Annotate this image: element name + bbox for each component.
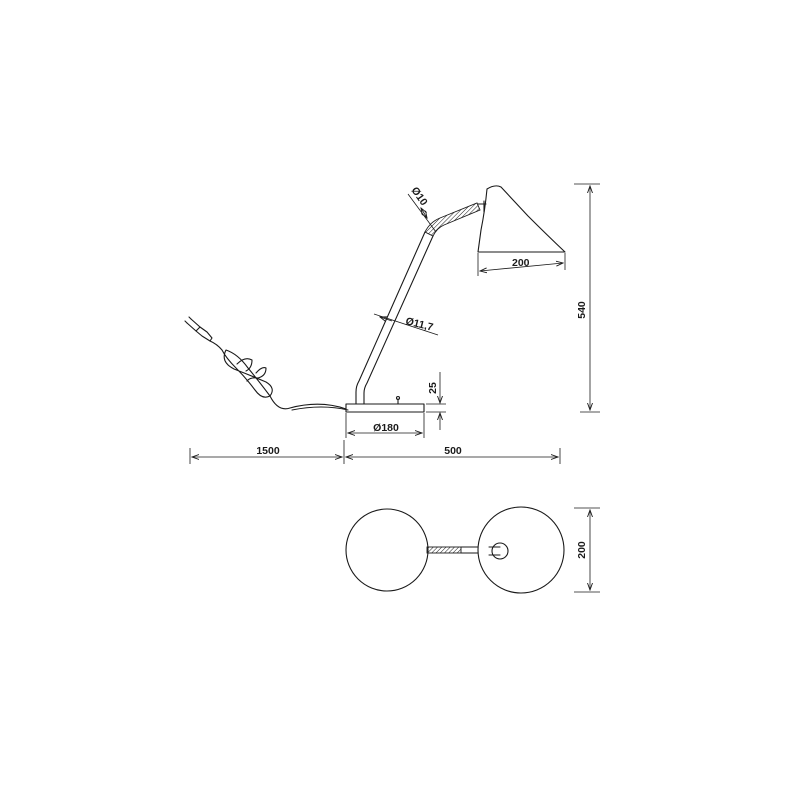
shade-width-label: 200 <box>512 257 530 269</box>
side-view <box>184 185 566 413</box>
cable-length-label: 1500 <box>256 445 280 457</box>
top-view-joint <box>426 546 462 554</box>
base-diameter-label: Ø180 <box>373 422 399 434</box>
lamp-depth-label: 500 <box>444 445 462 457</box>
top-view-base-circle <box>477 506 565 594</box>
top-view <box>345 506 565 594</box>
dimension-labels: Ø10 200 540 Ø11,7 25 Ø180 1500 500 200 <box>256 185 588 559</box>
dimension-lines <box>189 183 600 593</box>
stem-diameter-label: Ø10 <box>409 185 430 208</box>
plug <box>184 316 213 342</box>
arm-diameter-label: Ø11,7 <box>404 315 434 333</box>
top-view-width-label: 200 <box>576 541 588 559</box>
total-height-label: 540 <box>576 301 588 319</box>
lamp-arm <box>355 231 434 405</box>
top-view-shade-circle <box>345 508 429 592</box>
power-cable <box>209 340 349 411</box>
lamp-base <box>345 395 425 413</box>
flex-joint <box>424 202 481 237</box>
lamp-shade <box>477 185 566 253</box>
top-view-arm-circle <box>491 542 509 560</box>
base-height-label: 25 <box>427 382 439 394</box>
